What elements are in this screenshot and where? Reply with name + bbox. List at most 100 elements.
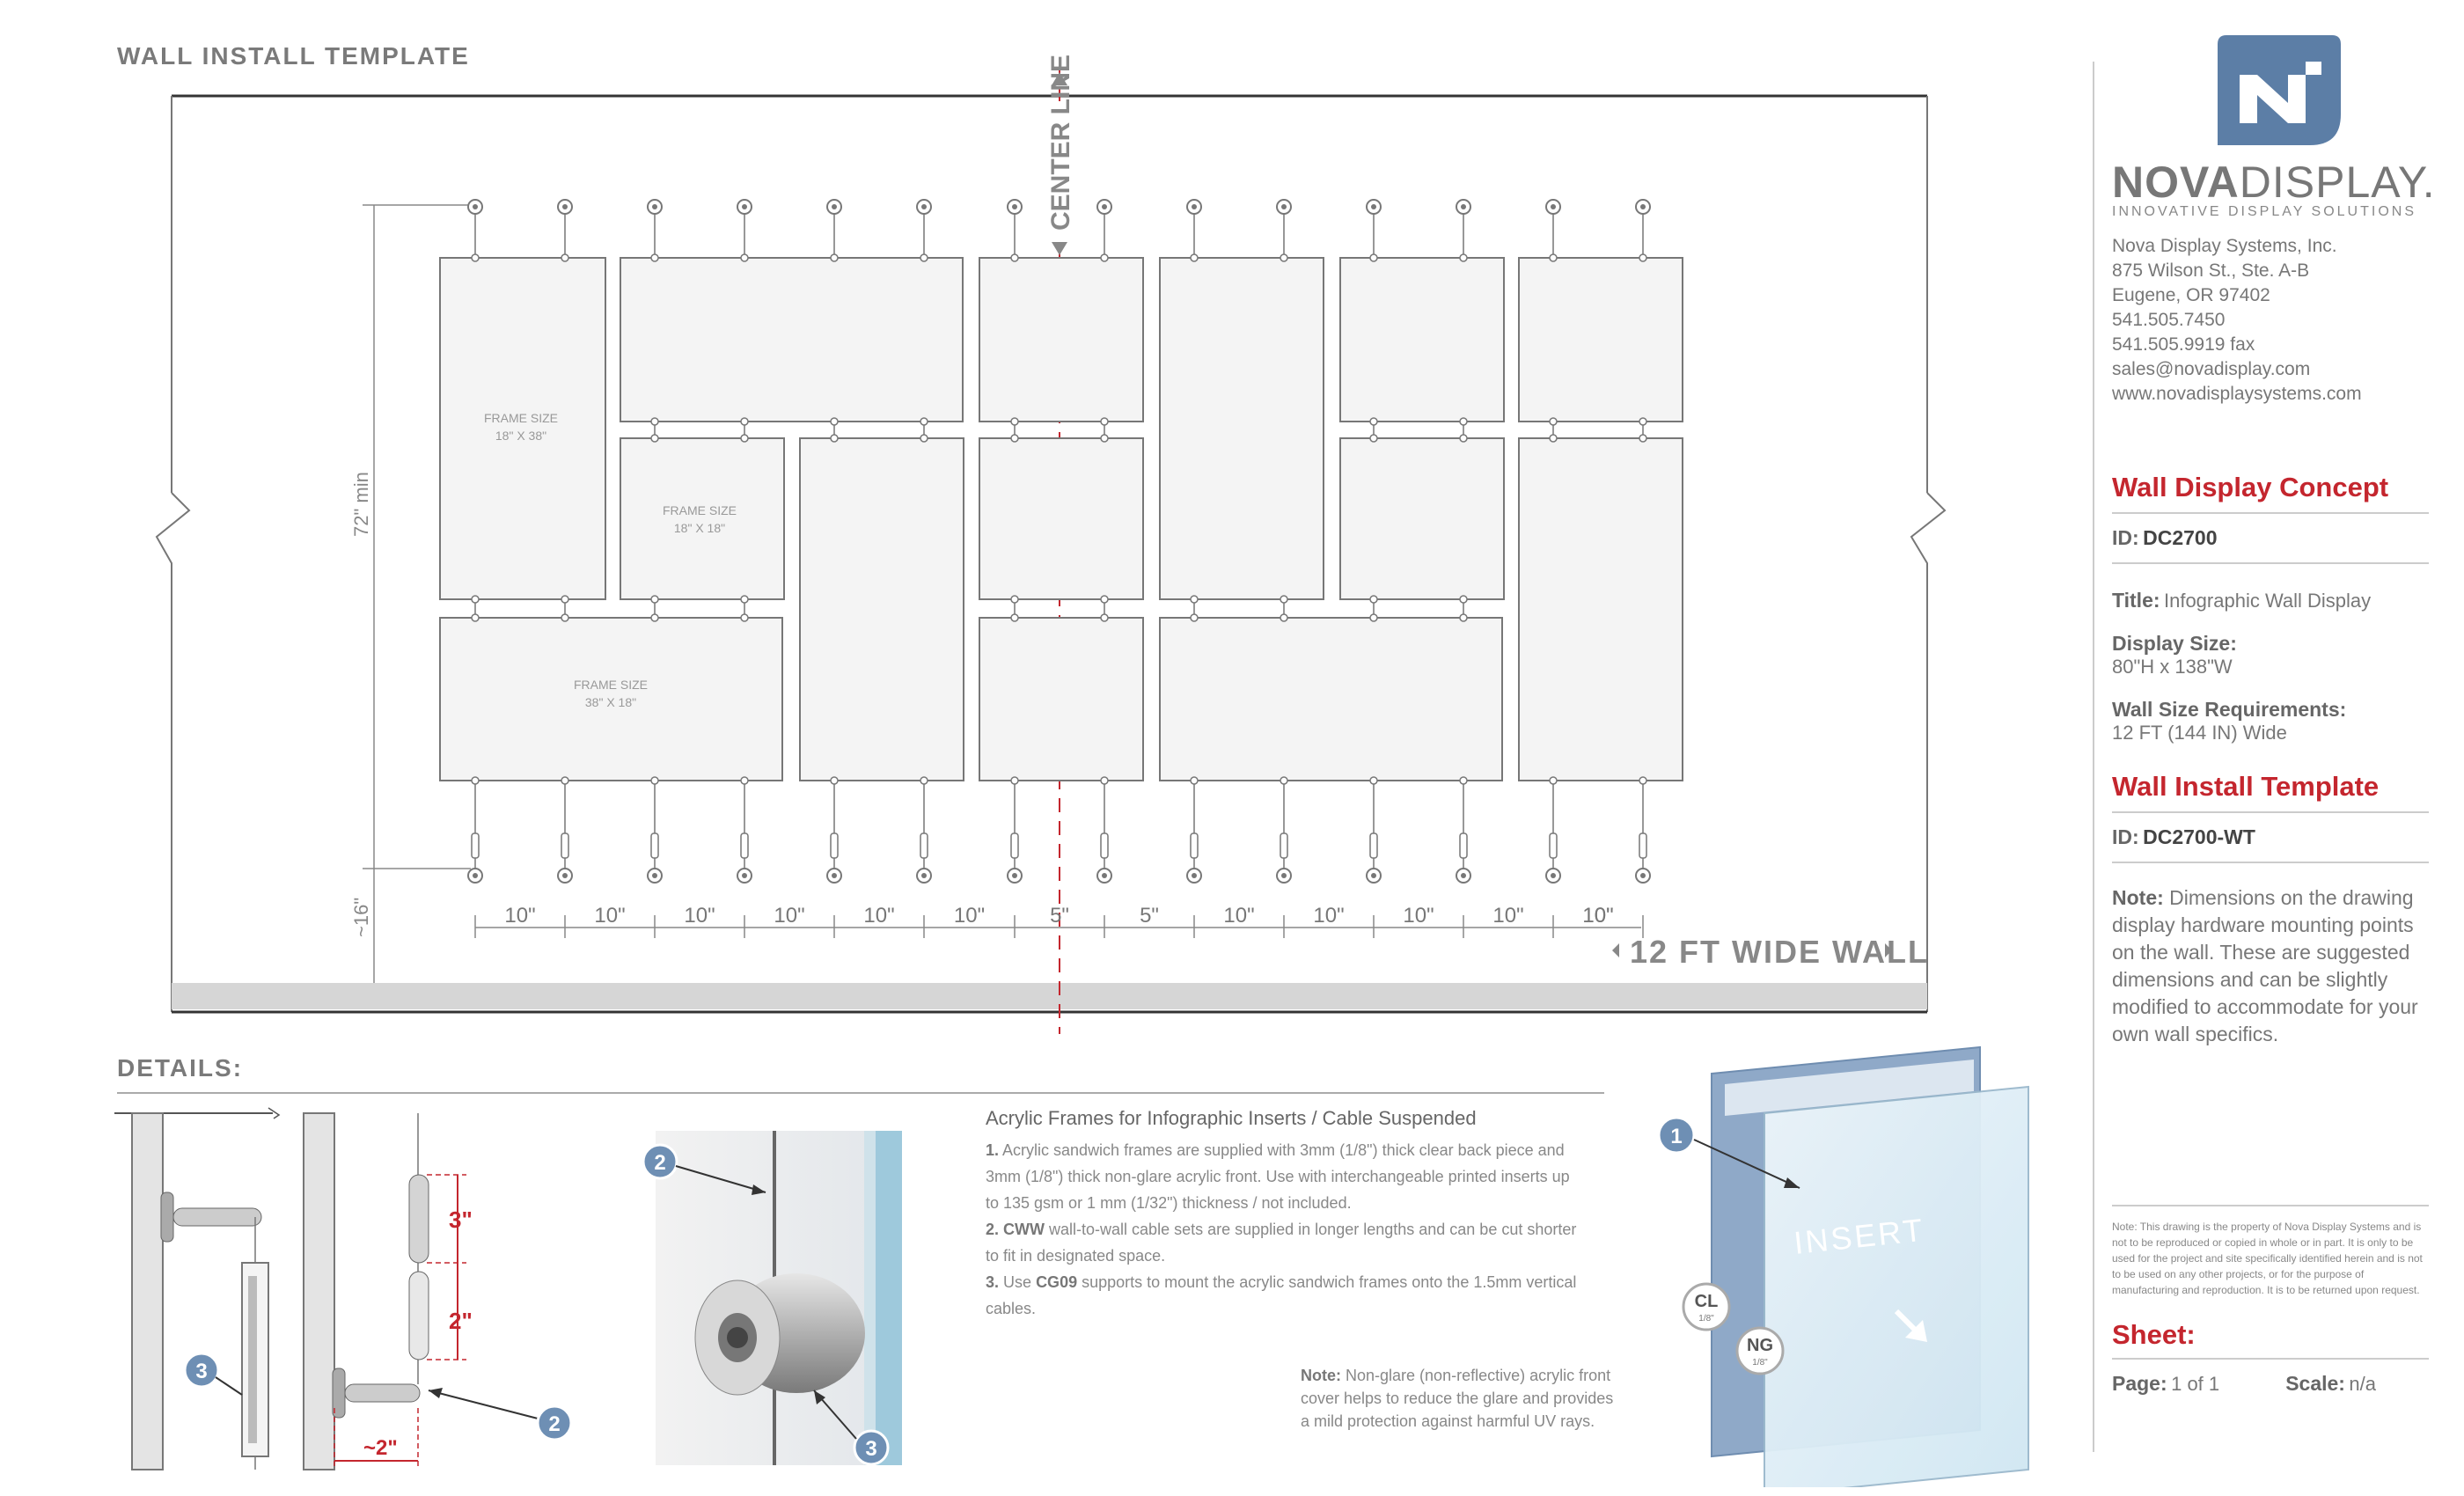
bottom-mount-center [1371, 873, 1376, 878]
brand-tagline: INNOVATIVE DISPLAY SOLUTIONS [2112, 204, 2416, 219]
callout-3-a: 3 [195, 1360, 207, 1383]
sidebar-note-label: Note: [2112, 886, 2164, 909]
display-size-value: 80"H x 138"W [2112, 656, 2233, 678]
template-heading: Wall Install Template [2112, 771, 2380, 802]
frame-support [1639, 434, 1647, 443]
dim-3in: 3" [449, 1206, 473, 1233]
tensioner [1100, 832, 1109, 859]
legal-note: Note: This drawing is the property of No… [2112, 1221, 2423, 1296]
frame-support [1280, 253, 1288, 262]
frame-support [471, 776, 480, 785]
frame-support [471, 613, 480, 622]
display-frame [439, 617, 783, 781]
wall-drawing: CENTER LINE 72" min ~16" 12 FT WIDE WALL… [155, 55, 1947, 1034]
template-id-label: ID: [2112, 825, 2139, 848]
frame-support [740, 434, 749, 443]
details-item-1-num: 1. [986, 1141, 1000, 1159]
top-mount-center [832, 204, 837, 209]
display-frame [439, 257, 606, 600]
frame-support [830, 434, 839, 443]
tensioner [1459, 832, 1468, 859]
frame-label-2-line2: 18" X 18" [674, 521, 725, 535]
frame-support [1100, 595, 1109, 604]
bottom-mount-center [921, 873, 927, 878]
display-frame [979, 617, 1144, 781]
frame-support [1459, 253, 1468, 262]
callout-1: 1 [1670, 1125, 1682, 1148]
details-item-3-num: 3. [986, 1273, 1000, 1291]
spacing-label: 10" [1492, 904, 1523, 928]
display-frame [1159, 257, 1324, 600]
frame-support [740, 417, 749, 426]
frame-label-3-line1: FRAME SIZE [574, 678, 648, 692]
cable-support-photo: 2 3 [642, 1131, 902, 1466]
frame-support [1190, 613, 1199, 622]
details-note: Note: Non-glare (non-reflective) acrylic… [1301, 1364, 1622, 1433]
badge-cl-sub: 1/8" [1698, 1314, 1714, 1324]
page-title: WALL INSTALL TEMPLATE [117, 42, 470, 70]
bottom-mount-center [832, 873, 837, 878]
spacing-label: 5" [1050, 904, 1069, 928]
bottom-mount-center [1461, 873, 1466, 878]
frame-support [561, 613, 569, 622]
details-note-text: Non-glare (non-reflective) acrylic front… [1301, 1367, 1614, 1430]
details-item-2: 2. CWW wall-to-wall cable sets are suppl… [986, 1216, 1584, 1269]
frame-support [650, 417, 659, 426]
frame-support [650, 776, 659, 785]
spacing-label: 10" [684, 904, 715, 928]
tensioner [1010, 832, 1019, 859]
frame-support [1369, 434, 1378, 443]
scale-info: Scale: n/a [2285, 1372, 2376, 1396]
display-frame [620, 437, 785, 600]
details-item-3-code: CG09 [1036, 1273, 1078, 1291]
frame-insert-illustration: INSERT 1 CL 1/8" NG 1/8" [1659, 1045, 2029, 1487]
concept-heading: Wall Display Concept [2112, 472, 2389, 502]
frame-support [1369, 253, 1378, 262]
frame-support [1100, 434, 1109, 443]
template-id-row: ID: DC2700-WT [2112, 825, 2429, 849]
frame-support [1010, 776, 1019, 785]
sidebar-note: Note: Dimensions on the drawing display … [2112, 884, 2429, 1048]
details-text-block: Acrylic Frames for Infographic Inserts /… [986, 1107, 1584, 1322]
concept-id: DC2700 [2143, 526, 2218, 549]
concept-rule [2112, 512, 2429, 514]
frame-label-3-line2: 38" X 18" [585, 695, 636, 709]
frame-support [1100, 253, 1109, 262]
spacing-label: 10" [504, 904, 535, 928]
details-item-3-pre: Use [1003, 1273, 1032, 1291]
top-mount-center [1281, 204, 1287, 209]
top-mount-center [1461, 204, 1466, 209]
template-id: DC2700-WT [2143, 825, 2255, 848]
phone: 541.505.7450 [2112, 310, 2226, 330]
display-frame [1518, 257, 1683, 422]
frame-support [471, 595, 480, 604]
frame-label-1-line2: 18" X 38" [495, 429, 546, 443]
top-mount-center [742, 204, 747, 209]
frame-support [920, 417, 928, 426]
details-item-3-text: supports to mount the acrylic sandwich f… [986, 1273, 1577, 1317]
wall-size-value: 12 FT (144 IN) Wide [2112, 722, 2287, 744]
callout-2-a: 2 [548, 1412, 560, 1436]
display-frame [1518, 437, 1683, 781]
fax: 541.505.9919 fax [2112, 334, 2255, 355]
address-line: Eugene, OR 97402 [2112, 285, 2270, 305]
bottom-mount-center [652, 873, 657, 878]
details-item-2-text: wall-to-wall cable sets are supplied in … [986, 1221, 1577, 1265]
details-item-1-text: Acrylic sandwich frames are supplied wit… [986, 1141, 1570, 1212]
frame-support [1010, 253, 1019, 262]
bottom-mount-center [742, 873, 747, 878]
frame-support [1639, 417, 1647, 426]
frame-support [650, 253, 659, 262]
frame-support [830, 417, 839, 426]
frame-support [1459, 417, 1468, 426]
badge-cl: CL [1695, 1292, 1719, 1311]
frame-support [740, 776, 749, 785]
details-item-2-num: 2. [986, 1221, 1000, 1238]
details-heading: DETAILS: [117, 1054, 244, 1082]
brand-name-light: DISPLAY. [2239, 158, 2436, 207]
template-id-rule [2112, 862, 2429, 863]
page-label: Page: [2112, 1372, 2167, 1395]
spacing-label: 10" [774, 904, 804, 928]
display-frame [1339, 437, 1505, 600]
top-mount-center [1192, 204, 1197, 209]
